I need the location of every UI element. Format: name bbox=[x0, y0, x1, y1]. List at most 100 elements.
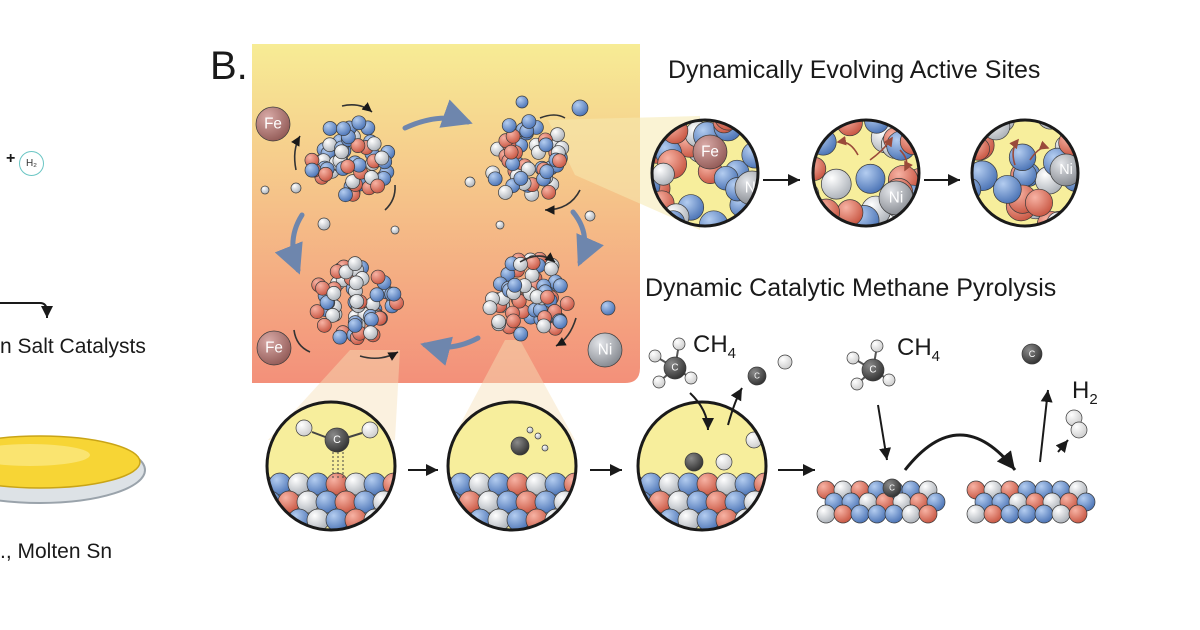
slab-atom bbox=[1034, 504, 1054, 524]
surface-atom bbox=[746, 205, 758, 226]
methane-molecule-2-carbon-label: C bbox=[869, 365, 876, 376]
cycle-arrow-right bbox=[570, 209, 604, 267]
loose-atom bbox=[317, 217, 331, 231]
loose-atom bbox=[390, 225, 400, 235]
metal-atom bbox=[507, 277, 523, 293]
surface-carbon-label: C bbox=[889, 484, 895, 493]
hydrogen-atom bbox=[882, 373, 896, 387]
metal-atom bbox=[363, 325, 378, 341]
metal-atom bbox=[559, 296, 575, 311]
slab-atom bbox=[901, 504, 921, 524]
surface-atom bbox=[747, 120, 758, 127]
molten-sn-label: ., Molten Sn bbox=[0, 540, 113, 563]
metal-atom bbox=[503, 144, 519, 160]
nanoparticle-cluster bbox=[309, 256, 404, 345]
migration-arrows bbox=[836, 135, 1050, 172]
fe-atom-top-label: Fe bbox=[264, 116, 282, 133]
fe-atom-zoom bbox=[692, 134, 728, 170]
surface-atom bbox=[563, 508, 576, 530]
slab-atom bbox=[1000, 504, 1020, 524]
metal-atom bbox=[538, 137, 554, 153]
surface-atom bbox=[820, 168, 852, 200]
title-methane-pyrolysis: Dynamic Catalytic Methane Pyrolysis bbox=[645, 274, 1057, 302]
slab-atom bbox=[983, 504, 1003, 524]
surface-atom bbox=[762, 490, 766, 514]
metal-atom bbox=[369, 287, 385, 303]
methane-molecule-1: C bbox=[648, 337, 698, 389]
metal-atom bbox=[347, 256, 363, 271]
active-site-circle-2: Ni bbox=[811, 118, 921, 228]
bottom-row-arrows bbox=[408, 387, 1069, 476]
surface-atom bbox=[750, 120, 758, 129]
metal-atom bbox=[552, 314, 568, 329]
loose-atom bbox=[571, 99, 589, 117]
h-fragment bbox=[534, 432, 542, 440]
product-carbon bbox=[1021, 343, 1043, 365]
metal-atom bbox=[322, 121, 338, 136]
methane-molecule-1-carbon bbox=[663, 356, 687, 380]
fe-atom-zoom-label: Fe bbox=[701, 144, 719, 161]
salt-arrow bbox=[0, 302, 53, 318]
slab-atom bbox=[1051, 504, 1071, 524]
surface-atom bbox=[836, 199, 864, 226]
metal-atom bbox=[498, 185, 513, 200]
salt-catalysts-label: n Salt Catalysts bbox=[0, 335, 146, 358]
methane-molecule-2-carbon bbox=[861, 358, 885, 382]
nanoparticle-cluster bbox=[485, 114, 570, 202]
surface-atom bbox=[638, 508, 644, 530]
slab-atom bbox=[918, 504, 938, 524]
metal-atom bbox=[370, 269, 386, 285]
metal-atom bbox=[309, 304, 325, 319]
surface-atom bbox=[652, 162, 675, 186]
metal-atom bbox=[351, 115, 367, 131]
active-site-circle-3: Ni bbox=[970, 118, 1080, 228]
ch4-label-1: CH4 bbox=[693, 331, 737, 362]
title-active-sites: Dynamically Evolving Active Sites bbox=[668, 56, 1041, 84]
metal-atom bbox=[332, 329, 348, 345]
mechanism-circle-2 bbox=[446, 400, 578, 532]
surface-atom bbox=[753, 508, 766, 530]
metal-atom bbox=[340, 159, 356, 174]
fe-atom-bottom bbox=[256, 330, 292, 366]
metal-atom bbox=[521, 114, 537, 129]
metal-atom bbox=[550, 127, 565, 142]
panel-letter: B. bbox=[210, 44, 248, 88]
surface-atom bbox=[813, 198, 841, 226]
slab-atom bbox=[867, 504, 887, 524]
slab-atom bbox=[884, 504, 904, 524]
metal-atom bbox=[326, 286, 342, 301]
catalyst-slab-1 bbox=[816, 480, 946, 524]
hydrogen-atom bbox=[684, 371, 698, 385]
metal-atom bbox=[543, 261, 559, 277]
cycle-arrow-top bbox=[402, 99, 473, 131]
surface-atom bbox=[391, 490, 395, 514]
metal-atom bbox=[501, 118, 517, 133]
hydrogen-atom bbox=[361, 421, 379, 439]
hydrogen-atom bbox=[672, 337, 686, 351]
product-hydrogen bbox=[1070, 421, 1088, 439]
h2-product-label: H2 bbox=[1072, 377, 1098, 408]
loose-atom bbox=[495, 220, 505, 230]
surface-atom bbox=[1036, 120, 1066, 130]
metal-atom bbox=[487, 171, 503, 187]
ni-atom-cycle bbox=[587, 332, 623, 368]
ni-atom-zoom-2-label: Ni bbox=[889, 190, 903, 207]
cycle-arrows bbox=[274, 99, 604, 366]
metal-atom bbox=[374, 150, 390, 166]
metal-atom bbox=[386, 286, 402, 302]
hydrogen-atom bbox=[870, 339, 884, 353]
metal-atom bbox=[349, 294, 365, 309]
slab-atom bbox=[850, 504, 870, 524]
surface-atom bbox=[813, 120, 834, 136]
surface-atom bbox=[813, 200, 824, 226]
surface-atom bbox=[1008, 143, 1037, 171]
loose-atom bbox=[290, 182, 302, 194]
surface-atom bbox=[993, 175, 1022, 204]
h-fragment bbox=[526, 426, 534, 434]
ch4-label-2: CH4 bbox=[897, 334, 941, 365]
cycle-arrow-left bbox=[274, 212, 305, 275]
fe-atom-bottom-label: Fe bbox=[265, 340, 283, 357]
slab-atom bbox=[816, 504, 836, 524]
metal-atom bbox=[506, 313, 521, 329]
metal-atom bbox=[536, 318, 552, 334]
